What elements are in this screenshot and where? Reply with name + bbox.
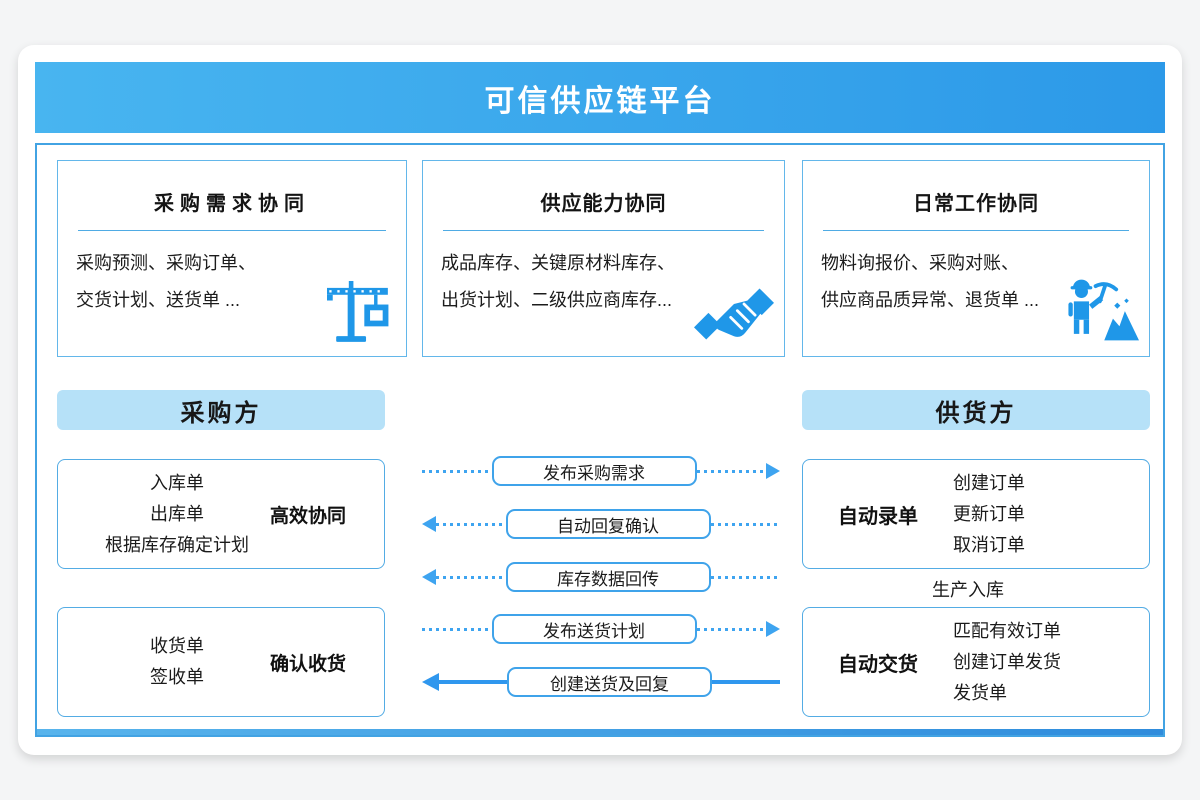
supplier-label: 供货方 bbox=[935, 399, 1017, 427]
diagram-body: 采购需求协同 采购预测、采购订单、 交货计划、送货单 ... bbox=[35, 143, 1165, 737]
box-line2: 供应商品质异常、退货单 ... bbox=[821, 290, 1040, 310]
supplier-box-label: 自动交货 bbox=[838, 653, 918, 676]
bottom-accent-bar bbox=[37, 729, 1163, 735]
title-divider bbox=[443, 230, 764, 231]
box-line1: 成品库存、关键原材料库存、 bbox=[441, 253, 675, 273]
supplier-item: 匹配有效订单 bbox=[953, 620, 1061, 641]
platform-card: 可信供应链平台 采购需求协同 采购预测、采购订单、 交货计划、送货单 ... bbox=[18, 45, 1182, 755]
supplier-item: 取消订单 bbox=[953, 534, 1025, 555]
arrow-line bbox=[422, 627, 492, 631]
title-divider bbox=[823, 230, 1129, 231]
handshake-icon bbox=[694, 285, 774, 348]
arrow-right-icon bbox=[766, 463, 780, 479]
box-line1: 采购预测、采购订单、 bbox=[76, 253, 256, 273]
buyer-item: 出库单 bbox=[150, 503, 204, 524]
production-warehousing-text: 生产入库 bbox=[932, 580, 1004, 600]
arrow-line bbox=[696, 627, 766, 631]
box-line1: 物料询报价、采购对账、 bbox=[821, 253, 1019, 273]
buyer-label: 采购方 bbox=[180, 399, 262, 427]
buyer-item: 根据库存确定计划 bbox=[105, 534, 249, 555]
buyer-item: 收货单 bbox=[150, 636, 204, 656]
worker-icon bbox=[1063, 277, 1139, 348]
arrow-line bbox=[436, 522, 506, 526]
box-line2: 交货计划、送货单 ... bbox=[76, 290, 241, 310]
buyer-box-label: 确认收货 bbox=[270, 653, 347, 675]
box-title: 供应能力协同 bbox=[540, 193, 667, 215]
flow-pill: 发布采购需求 bbox=[491, 456, 697, 486]
arrow-left-icon bbox=[422, 673, 439, 691]
buyer-box-efficient-collab: 入库单 出库单 根据库存确定计划 高效协同 bbox=[57, 459, 385, 569]
buyer-item: 入库单 bbox=[150, 472, 204, 493]
buyer-item: 签收单 bbox=[150, 667, 204, 687]
arrow-line bbox=[696, 469, 766, 473]
flow-publish-delivery-plan: 发布送货计划 bbox=[422, 613, 780, 645]
supplier-item: 创建订单发货 bbox=[953, 651, 1061, 672]
buyer-header: 采购方 bbox=[57, 390, 385, 430]
arrow-line bbox=[439, 680, 507, 684]
supplier-box-label: 自动录单 bbox=[838, 505, 918, 528]
box-line2: 出货计划、二级供应商库存... bbox=[441, 290, 673, 310]
flow-inventory-data-return: 库存数据回传 bbox=[422, 561, 780, 593]
crane-icon bbox=[320, 281, 396, 348]
supplier-box-auto-delivery: 自动交货 匹配有效订单 创建订单发货 发货单 bbox=[802, 607, 1150, 717]
supplier-item: 更新订单 bbox=[953, 503, 1025, 524]
box-title: 日常工作协同 bbox=[913, 193, 1039, 215]
buyer-box-confirm-receipt: 收货单 签收单 确认收货 bbox=[57, 607, 385, 717]
arrow-right-icon bbox=[766, 621, 780, 637]
supplier-header: 供货方 bbox=[802, 390, 1150, 430]
supplier-item: 创建订单 bbox=[953, 472, 1025, 493]
arrow-line bbox=[436, 575, 506, 579]
arrow-left-icon bbox=[422, 516, 436, 532]
box-title: 采购需求协同 bbox=[154, 193, 310, 215]
buyer-box-label: 高效协同 bbox=[270, 505, 347, 527]
arrow-left-icon bbox=[422, 569, 436, 585]
box-daily-work: 日常工作协同 物料询报价、采购对账、 供应商品质异常、退货单 ... bbox=[802, 160, 1150, 357]
arrow-line bbox=[712, 680, 780, 684]
arrow-line bbox=[710, 575, 780, 579]
platform-title: 可信供应链平台 bbox=[484, 84, 716, 118]
flow-pill: 发布送货计划 bbox=[491, 614, 697, 644]
flow-pill: 自动回复确认 bbox=[505, 509, 711, 539]
supplier-box-auto-entry: 自动录单 创建订单 更新订单 取消订单 bbox=[802, 459, 1150, 569]
flow-pill: 创建送货及回复 bbox=[507, 667, 712, 697]
flow-auto-reply-confirm: 自动回复确认 bbox=[422, 508, 780, 540]
platform-header: 可信供应链平台 bbox=[35, 62, 1165, 133]
arrow-line bbox=[422, 469, 492, 473]
box-procurement-demand: 采购需求协同 采购预测、采购订单、 交货计划、送货单 ... bbox=[57, 160, 407, 357]
box-supply-capability: 供应能力协同 成品库存、关键原材料库存、 出货计划、二级供应商库存... bbox=[422, 160, 785, 357]
supplier-item: 发货单 bbox=[953, 682, 1007, 703]
flow-pill: 库存数据回传 bbox=[505, 562, 711, 592]
flow-create-delivery-reply: 创建送货及回复 bbox=[422, 666, 780, 698]
title-divider bbox=[78, 230, 386, 231]
arrow-line bbox=[710, 522, 780, 526]
flow-publish-purchase-demand: 发布采购需求 bbox=[422, 455, 780, 487]
